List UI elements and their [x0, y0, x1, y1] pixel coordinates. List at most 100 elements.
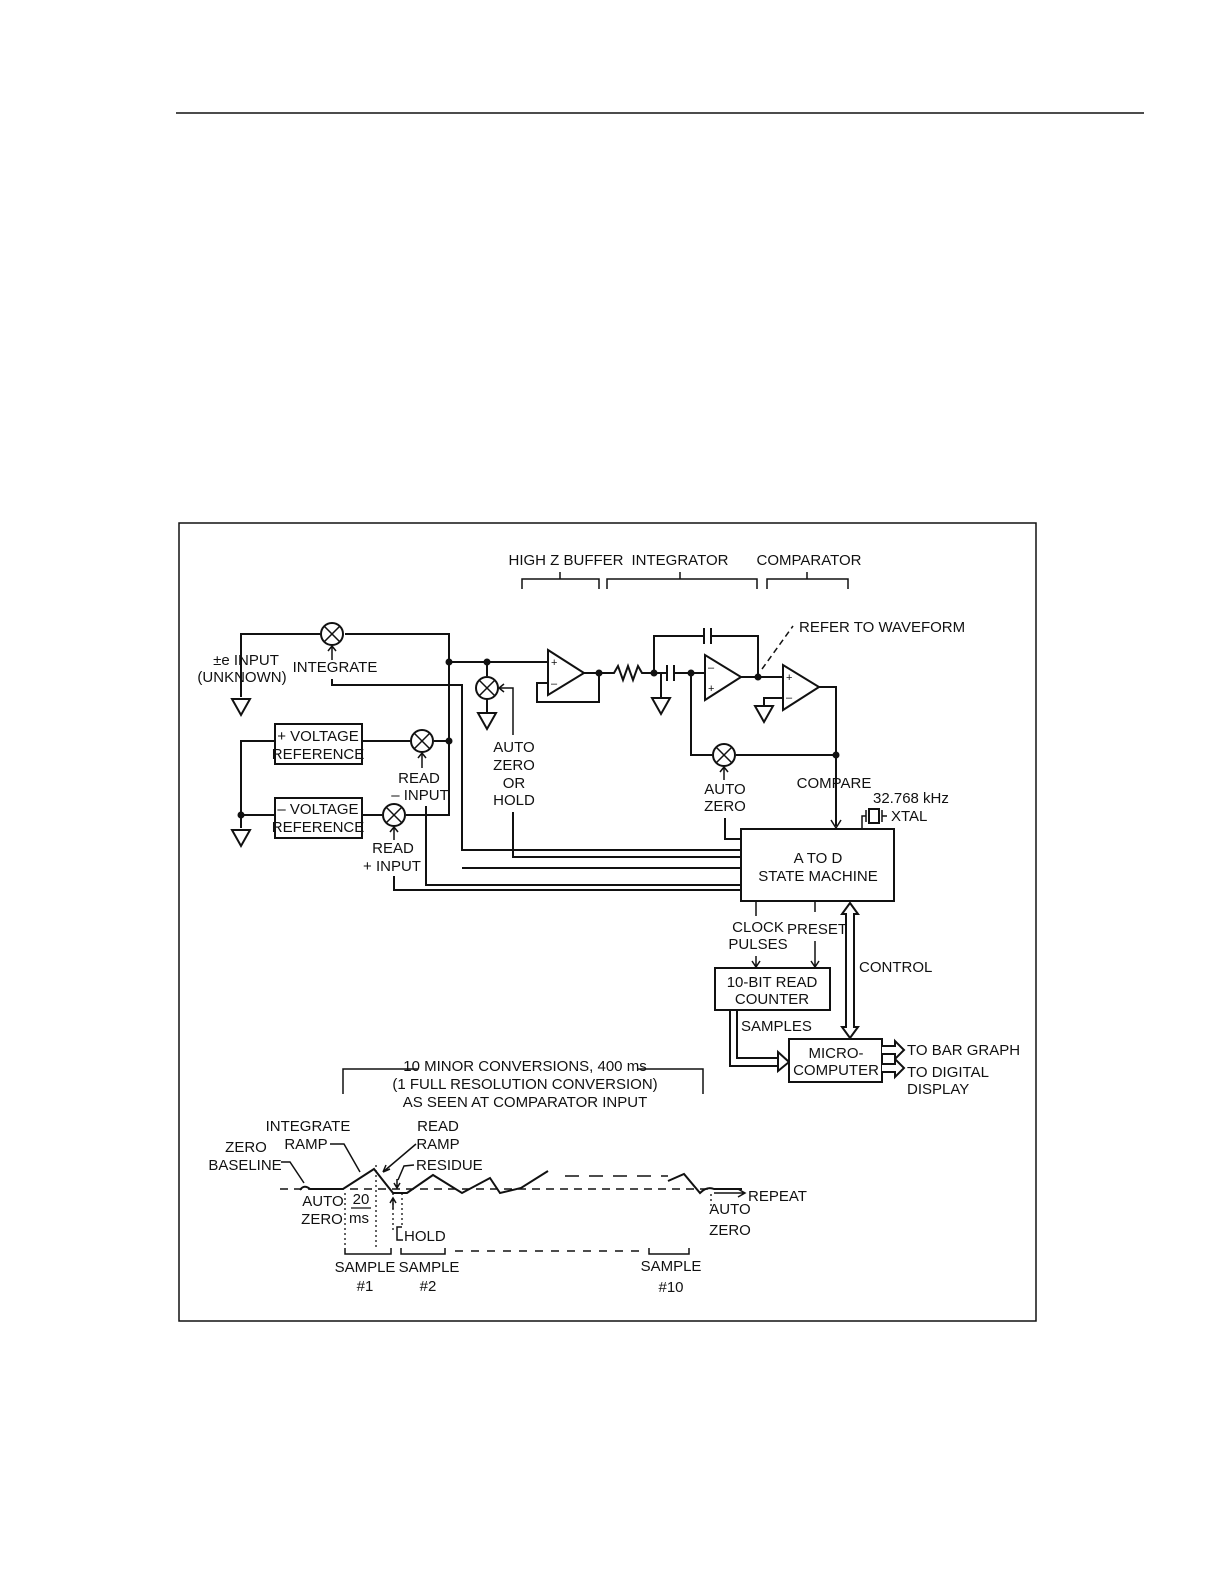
svg-text:+: +	[786, 672, 792, 684]
capacitor-feedback	[703, 628, 712, 644]
wire-input-top	[240, 633, 450, 745]
svg-text:+ INPUT: + INPUT	[363, 858, 421, 875]
svg-text:–: –	[786, 692, 793, 704]
label-refer-waveform: REFER TO WAVEFORM	[799, 619, 965, 636]
wire-read-plus-control	[393, 876, 741, 891]
label-unknown: (UNKNOWN)	[197, 669, 286, 686]
opamp-integrator	[704, 653, 743, 702]
label-compare: COMPARE	[797, 775, 872, 792]
label-samples: SAMPLES	[741, 1018, 812, 1035]
label-read-ramp: READ	[417, 1118, 459, 1135]
label-auto-zero-hold: AUTO	[493, 739, 534, 756]
svg-text:REFERENCE: REFERENCE	[272, 746, 365, 763]
svg-text:BASELINE: BASELINE	[208, 1157, 281, 1174]
label-comparator: COMPARATOR	[756, 552, 861, 569]
label-hold: HOLD	[404, 1228, 446, 1245]
svg-text:ZERO: ZERO	[493, 757, 535, 774]
label-read-plus: READ	[372, 840, 414, 857]
svg-text:ZERO: ZERO	[301, 1211, 343, 1228]
svg-text:ZERO: ZERO	[709, 1222, 751, 1239]
label-time-unit: ms	[349, 1210, 369, 1227]
block-neg-voltage-ref	[274, 797, 363, 839]
ground-comparator	[753, 705, 775, 725]
label-integrate: INTEGRATE	[293, 659, 378, 676]
svg-text:ZERO: ZERO	[704, 798, 746, 815]
svg-text:– VOLTAGE: – VOLTAGE	[277, 801, 358, 818]
block-state-machine	[740, 828, 895, 902]
label-xtal-freq: 32.768 kHz	[873, 790, 949, 807]
ground-integrator	[650, 697, 672, 717]
label-sample-1: SAMPLE	[335, 1259, 396, 1276]
svg-text:–: –	[551, 678, 558, 690]
arrow-repeat	[714, 1188, 747, 1198]
wire-integrator-feedback	[653, 635, 759, 675]
label-high-z-buffer: HIGH Z BUFFER	[509, 552, 624, 569]
svg-text:HOLD: HOLD	[493, 792, 535, 809]
wire-ref-common	[240, 740, 275, 828]
ground-input	[230, 698, 252, 718]
bracket-high-z-buffer	[521, 572, 600, 589]
bracket-sample-10	[648, 1248, 690, 1255]
waveform-trace-end	[667, 1172, 742, 1195]
bracket-sample-1	[344, 1248, 392, 1255]
label-xtal: XTAL	[891, 808, 927, 825]
crystal-symbol	[861, 810, 887, 828]
waveform-trace	[299, 1167, 549, 1195]
wire-compare	[819, 686, 837, 755]
svg-text:AS SEEN AT COMPARATOR INPUT: AS SEEN AT COMPARATOR INPUT	[403, 1094, 648, 1111]
arrow-to-bar-graph	[882, 1038, 906, 1062]
svg-text:+: +	[708, 683, 714, 695]
label-e-input: ±e INPUT	[213, 652, 279, 669]
svg-text:RAMP: RAMP	[284, 1136, 327, 1153]
svg-text:COMPUTER: COMPUTER	[793, 1062, 879, 1079]
label-clock-pulses: CLOCK	[732, 919, 784, 936]
svg-text:#10: #10	[658, 1279, 683, 1296]
label-zero-baseline: ZERO	[225, 1139, 267, 1156]
wire-integrate-control	[331, 679, 741, 851]
label-to-digital: TO DIGITAL	[907, 1064, 989, 1081]
label-auto-zero-end: AUTO	[709, 1201, 750, 1218]
arrow-to-digital	[882, 1056, 906, 1080]
svg-text:OR: OR	[503, 775, 526, 792]
wire-auto-zero-hold-control	[512, 812, 741, 858]
svg-text:#1: #1	[357, 1278, 374, 1295]
svg-text:–: –	[708, 662, 715, 674]
pointer-refer-waveform	[761, 625, 794, 670]
svg-text:+: +	[551, 657, 557, 669]
label-read-minus: READ	[398, 770, 440, 787]
block-microcomputer	[788, 1038, 883, 1083]
svg-text:DISPLAY: DISPLAY	[907, 1081, 969, 1098]
label-sample-10: SAMPLE	[641, 1258, 702, 1275]
label-integrate-ramp: INTEGRATE	[266, 1118, 351, 1135]
label-sample-2: SAMPLE	[399, 1259, 460, 1276]
label-time-value: 20	[353, 1191, 370, 1208]
bus-samples	[729, 1010, 778, 1067]
label-auto-zero-int: AUTO	[704, 781, 745, 798]
svg-text:COUNTER: COUNTER	[735, 991, 809, 1008]
svg-text:(1 FULL RESOLUTION CONVERSION): (1 FULL RESOLUTION CONVERSION)	[392, 1076, 657, 1093]
label-to-bar-graph: TO BAR GRAPH	[907, 1042, 1020, 1059]
block-pos-voltage-ref	[274, 723, 363, 765]
svg-text:STATE MACHINE: STATE MACHINE	[758, 868, 877, 885]
svg-text:10-BIT READ: 10-BIT READ	[727, 974, 818, 991]
label-residue: RESIDUE	[416, 1157, 483, 1174]
bracket-comparator	[766, 572, 849, 589]
capacitor-series	[666, 665, 675, 681]
bracket-integrator	[606, 572, 758, 589]
label-control: CONTROL	[859, 959, 932, 976]
svg-text:#2: #2	[420, 1278, 437, 1295]
bracket-sample-2	[400, 1248, 446, 1255]
label-repeat: REPEAT	[748, 1188, 807, 1205]
arrow-integrate	[327, 644, 337, 660]
wire-neg-ref-out	[362, 745, 450, 816]
figure-frame	[178, 522, 1037, 1322]
svg-text:MICRO-: MICRO-	[809, 1045, 864, 1062]
resistor-integrator	[599, 663, 654, 683]
label-auto-zero: AUTO	[302, 1193, 343, 1210]
svg-text:A TO D: A TO D	[794, 850, 843, 867]
label-minor-conversions: 10 MINOR CONVERSIONS, 400 ms	[403, 1058, 646, 1075]
label-preset: PRESET	[787, 921, 847, 938]
marker-lines	[344, 1165, 403, 1248]
ground-ref	[230, 829, 252, 849]
